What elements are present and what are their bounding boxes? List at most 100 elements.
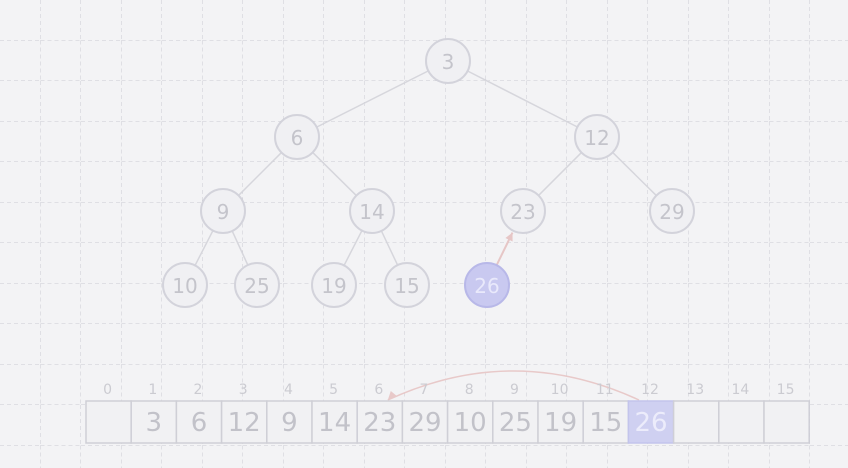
array-cell: 10	[446, 400, 494, 444]
array-cell: 3	[130, 400, 178, 444]
array-cell-value: 14	[318, 408, 351, 438]
array-cell: 12	[220, 400, 268, 444]
tree-node-circle	[384, 262, 430, 308]
tree-edge	[316, 70, 429, 128]
tree-edge	[467, 70, 578, 128]
array-cell-value: 12	[228, 408, 261, 438]
tree-node-value: 23	[510, 200, 535, 224]
array-cell	[718, 400, 765, 444]
tree-node-value: 14	[359, 200, 384, 224]
array-cell-value: 6	[191, 408, 208, 438]
tree-node-value: 15	[394, 274, 419, 298]
swap-arc	[387, 370, 640, 401]
array-index-label: 13	[686, 382, 704, 398]
tree-node-circle	[274, 114, 320, 160]
tree-node-circle	[649, 188, 695, 234]
array-index-label: 1	[148, 382, 157, 398]
array-cell: 19	[537, 400, 584, 444]
array-cell: 14	[311, 400, 358, 444]
tree-node-circle	[464, 262, 510, 308]
tree-node-value: 12	[584, 126, 609, 150]
array-index-label: 8	[465, 382, 474, 398]
tree-node: 29	[649, 188, 695, 234]
array-cell-box	[175, 400, 223, 444]
array-cell: 26	[627, 400, 675, 444]
array-cell-value: 3	[146, 408, 163, 438]
sift-up-arrow-layer	[493, 232, 514, 270]
tree-node: 6	[274, 114, 320, 160]
array-index-label: 6	[374, 382, 383, 398]
array-cell-value: 9	[281, 408, 298, 438]
tree-node-circle	[574, 114, 620, 160]
array-cell-value: 15	[589, 408, 622, 438]
tree-node: 15	[384, 262, 430, 308]
array-index-label: 0	[103, 382, 112, 398]
array-cell-box	[763, 400, 810, 444]
tree-edge	[194, 230, 214, 266]
tree-node: 14	[349, 188, 395, 234]
tree-node: 12	[574, 114, 620, 160]
tree-node-circle	[234, 262, 280, 308]
tree-edge	[238, 152, 282, 196]
array-index-label: 4	[284, 382, 293, 398]
tree-node-value: 26	[474, 274, 499, 298]
sift-up-arrow-head	[505, 232, 513, 242]
tree-edge	[612, 151, 657, 197]
array-cell-box	[718, 400, 765, 444]
array-cell-box	[85, 400, 132, 444]
tree-node-circle	[425, 38, 471, 84]
array-cell: 9	[266, 400, 313, 444]
tree-edge	[231, 230, 249, 266]
tree-node: 25	[234, 262, 280, 308]
array-cell: 6	[175, 400, 223, 444]
array-cell: 15	[582, 400, 630, 444]
tree-node: 10	[162, 262, 208, 308]
array-cell-value: 26	[634, 408, 667, 438]
tree-edge	[380, 230, 399, 266]
array-index-label: 2	[194, 382, 203, 398]
array-cell-value: 19	[544, 408, 577, 438]
tree-edge	[538, 152, 582, 196]
tree-node-value: 9	[217, 200, 230, 224]
tree-edge	[312, 151, 357, 197]
tree-node-circle	[200, 188, 246, 234]
array-cell	[672, 400, 720, 444]
tree-node: 19	[311, 262, 357, 308]
array-cell-box	[492, 400, 539, 444]
tree-node: 9	[200, 188, 246, 234]
array-cell: 29	[401, 400, 449, 444]
tree-node-value: 19	[321, 274, 346, 298]
array-cell-box	[672, 400, 720, 444]
array-index-label: 10	[551, 382, 569, 398]
tree-node-value: 29	[659, 200, 684, 224]
tree-edges	[194, 70, 657, 266]
array-index-label: 9	[510, 382, 519, 398]
array-cell-value: 29	[408, 408, 441, 438]
array-index-label: 7	[420, 382, 429, 398]
tree-node: 26	[464, 262, 510, 308]
array-cell-box	[266, 400, 313, 444]
array-cell-box	[537, 400, 584, 444]
array-cell-value: 23	[363, 408, 396, 438]
array-index-label: 5	[329, 382, 338, 398]
array-cell-value: 10	[454, 408, 487, 438]
array-cell-value: 25	[499, 408, 532, 438]
tree-node: 23	[500, 188, 546, 234]
tree-node-value: 10	[172, 274, 197, 298]
array-cell-box	[130, 400, 178, 444]
array-cell-box	[220, 400, 268, 444]
tree-node-circle	[349, 188, 395, 234]
array-cell: 25	[492, 400, 539, 444]
swap-arc-layer	[387, 370, 640, 401]
array-index-label: 14	[731, 382, 749, 398]
tree-edge	[343, 230, 363, 266]
tree-node-value: 6	[291, 126, 304, 150]
array-index-label: 3	[239, 382, 248, 398]
array-cell-box	[627, 400, 675, 444]
tree-node-circle	[500, 188, 546, 234]
array-cell: 23	[356, 400, 404, 444]
